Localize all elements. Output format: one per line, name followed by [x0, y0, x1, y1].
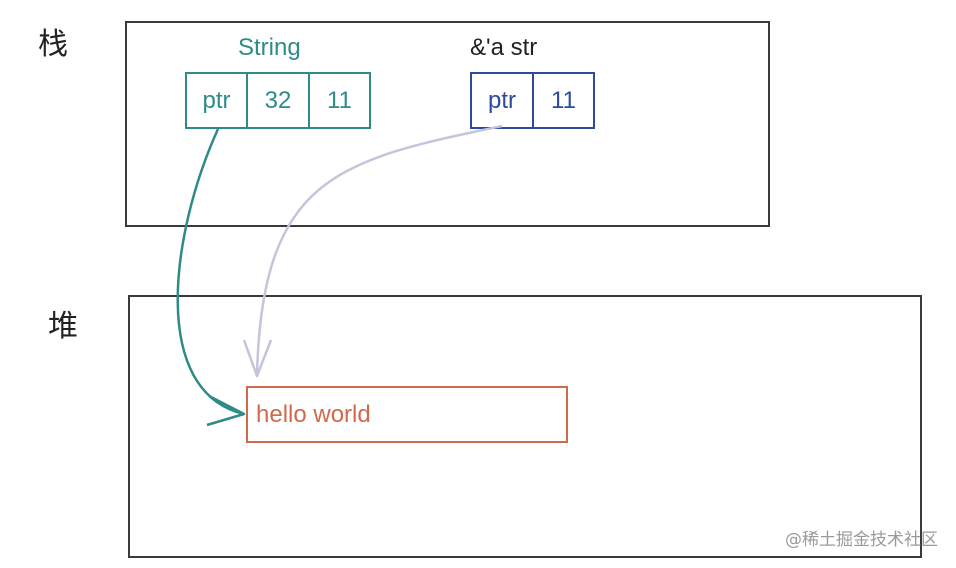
string-type-label: String	[238, 34, 301, 61]
stack-label: 栈	[38, 27, 68, 62]
heap-region	[128, 295, 922, 558]
str-ref-ptr-cell: ptr	[470, 72, 534, 129]
string-ptr-cell: ptr	[185, 72, 248, 129]
watermark: @稀土掘金技术社区	[785, 530, 938, 550]
str-ref-length-cell: 11	[532, 72, 595, 129]
heap-label: 堆	[48, 309, 78, 344]
heap-string-value: hello world	[246, 386, 568, 443]
string-capacity-cell: 32	[246, 72, 310, 129]
string-length-cell: 11	[308, 72, 371, 129]
str-ref-type-label: &'a str	[470, 34, 538, 61]
